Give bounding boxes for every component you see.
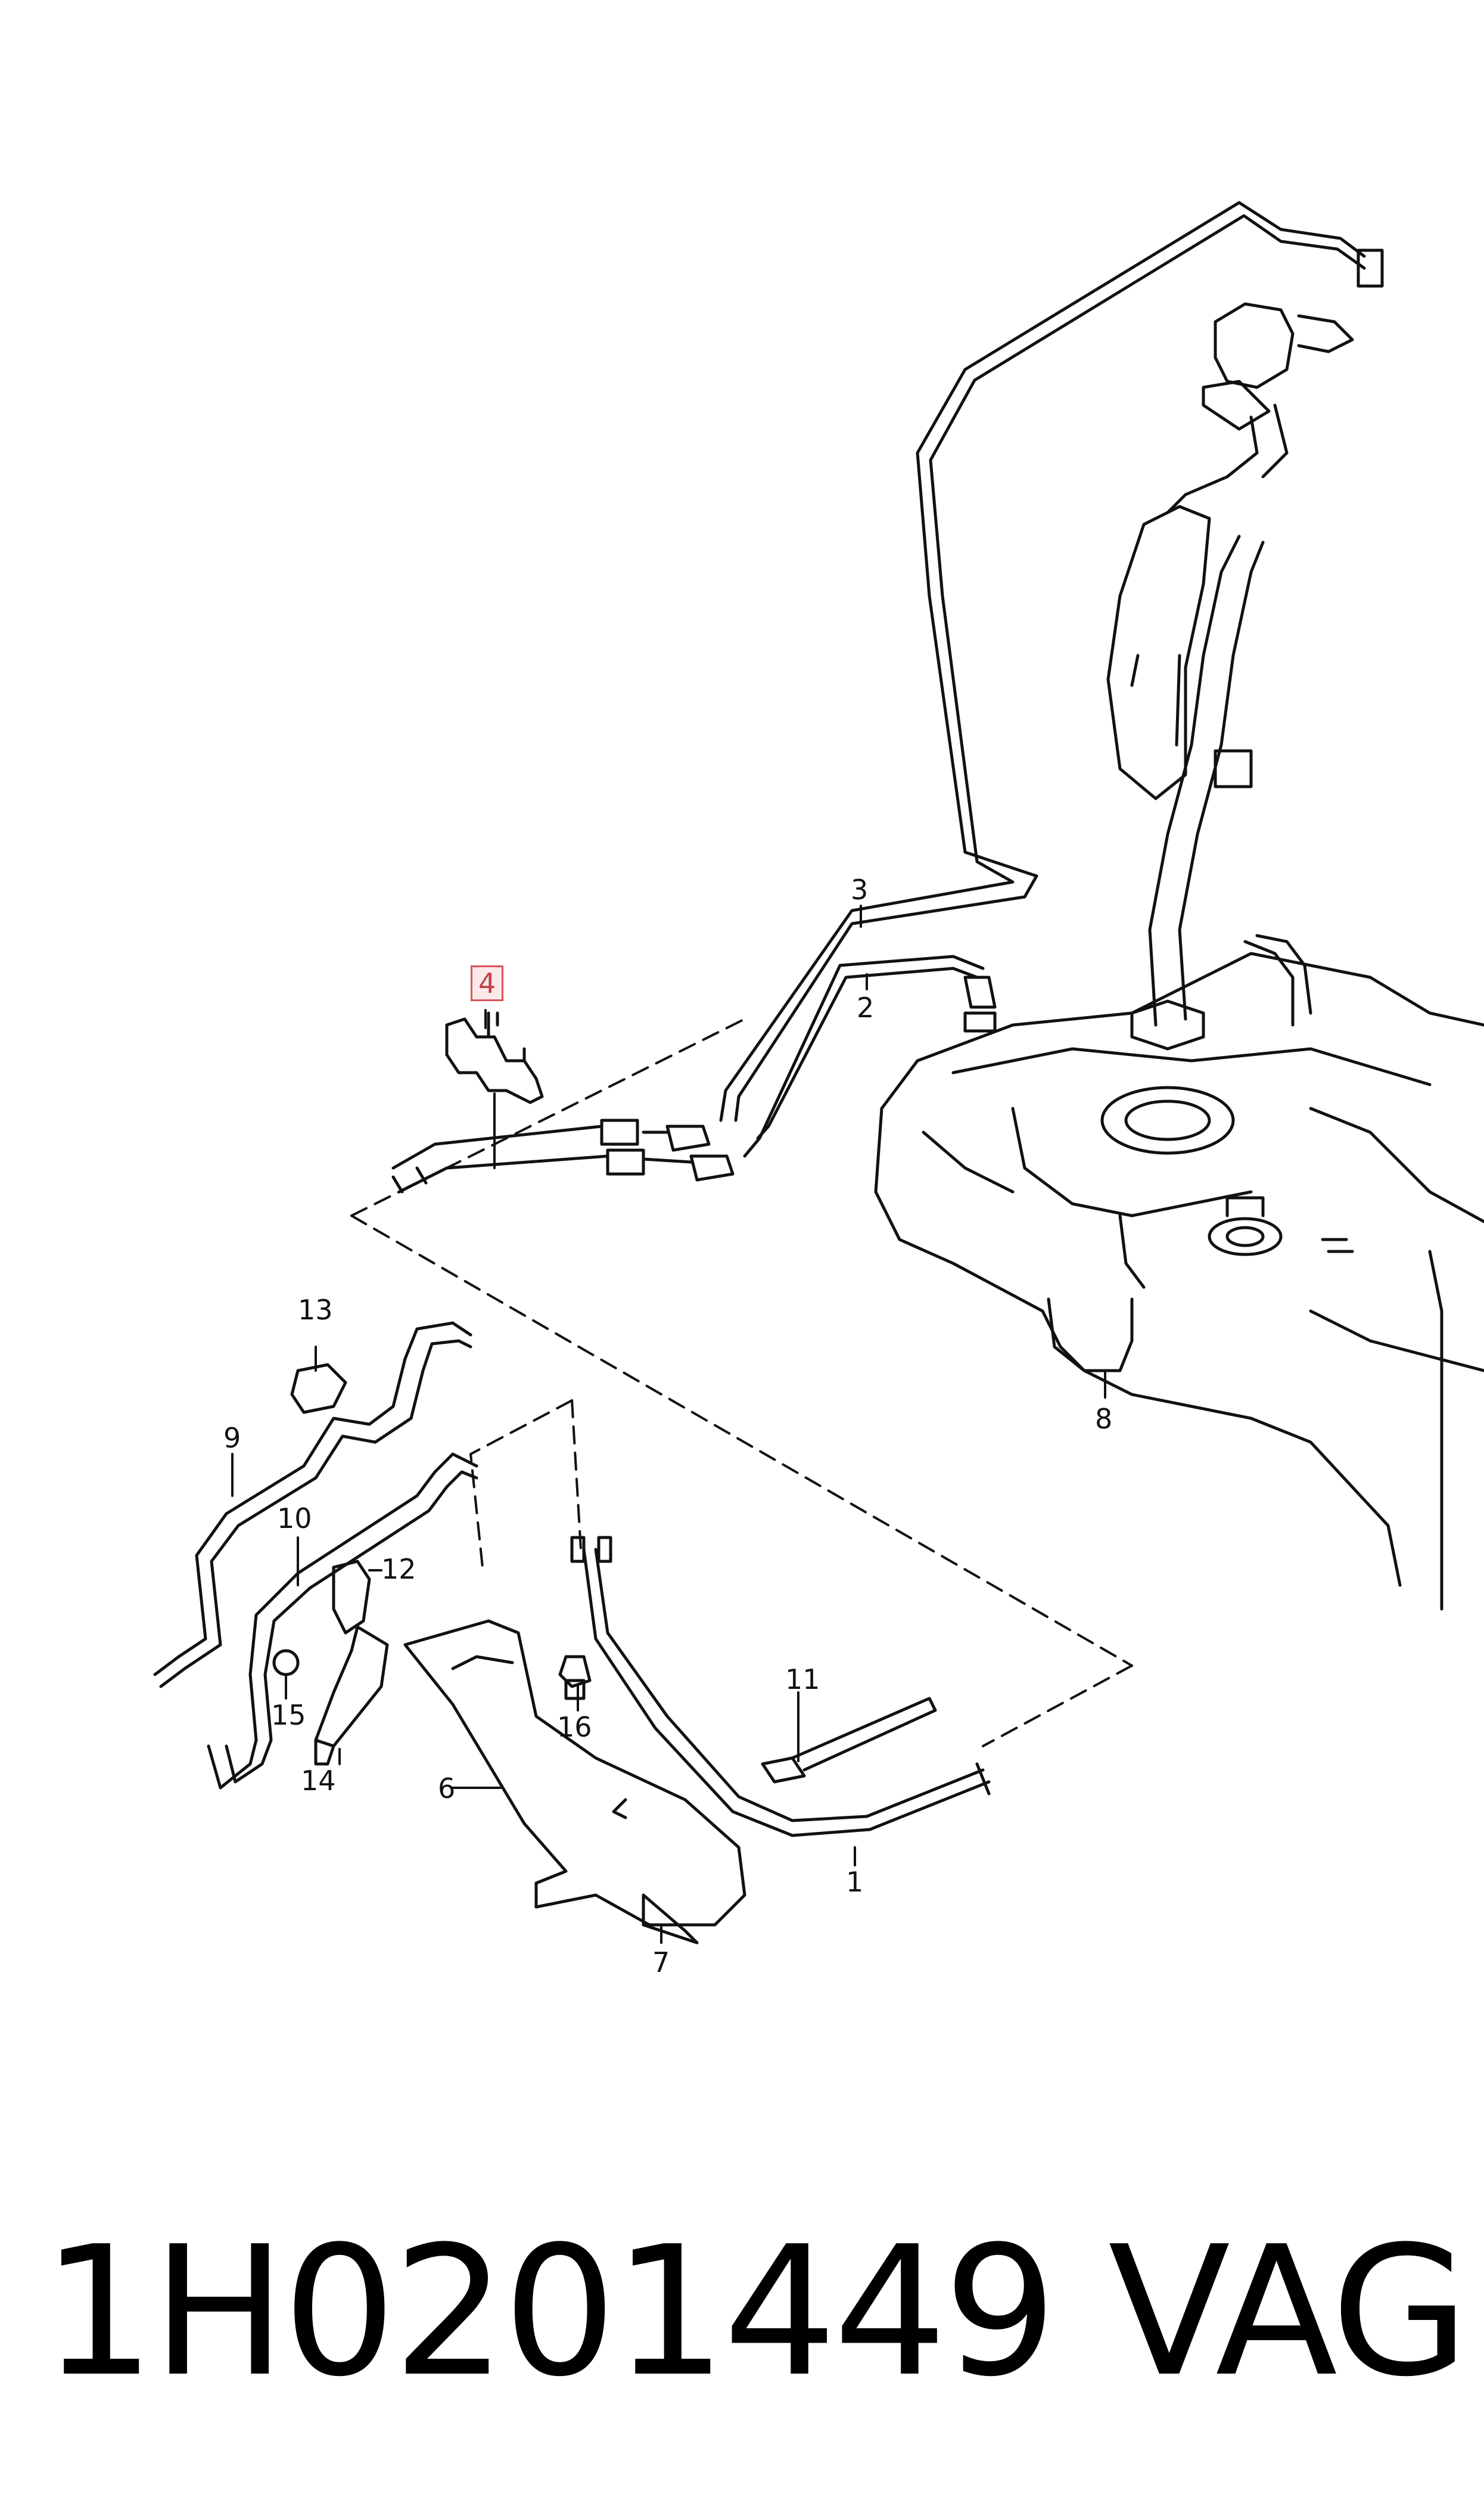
hose-9	[195, 1321, 472, 1647]
leader-lines	[231, 905, 1106, 1944]
vent-pipe	[719, 201, 1384, 1122]
fuel-pipe-1	[570, 1536, 991, 1837]
callout-7: 7	[652, 1946, 670, 1978]
callout-11: 11	[785, 1663, 820, 1695]
callout-12: 12	[381, 1553, 416, 1585]
fuel-tank	[874, 952, 1484, 1611]
callout-6: 6	[438, 1772, 456, 1804]
callout-16: 16	[557, 1711, 592, 1743]
callout-2: 2	[857, 992, 875, 1024]
bracket-12	[332, 1560, 371, 1635]
hose-9b	[153, 1637, 222, 1688]
bracket-14	[314, 1625, 389, 1766]
callout-10: 10	[277, 1502, 312, 1535]
callout-9: 9	[223, 1422, 241, 1454]
callout-3: 3	[851, 874, 869, 906]
heat-shield-6	[403, 1619, 746, 1945]
brand-name: VAG	[1108, 2208, 1469, 2416]
filler-neck-assembly	[1106, 302, 1354, 1051]
part-number: 1H0201449	[42, 2208, 1057, 2416]
nut-15	[272, 1649, 300, 1676]
callout-1: 1	[846, 1866, 864, 1898]
callout-14: 14	[301, 1765, 336, 1797]
hose-10	[207, 1452, 478, 1790]
clip-16	[558, 1655, 592, 1688]
cable-tie-11	[761, 1697, 937, 1784]
pipe-connectors	[391, 1119, 735, 1194]
callout-15: 15	[271, 1699, 306, 1731]
callout-8: 8	[1095, 1403, 1113, 1435]
explosion-outline	[350, 1018, 1133, 1747]
clip-4	[445, 1011, 544, 1104]
fuel-pipe-2	[743, 955, 997, 1158]
callout-4-highlighted[interactable]: 4	[471, 965, 504, 1001]
callout-13: 13	[298, 1294, 333, 1326]
clip-13	[290, 1363, 347, 1414]
